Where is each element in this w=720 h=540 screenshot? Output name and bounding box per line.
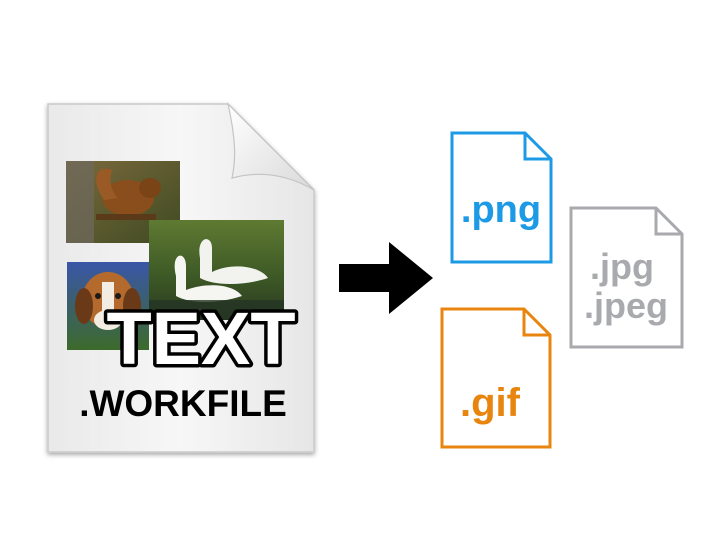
source-extension: .WORKFILE [79,383,287,424]
png-file: .png [450,131,553,264]
swans-photo [149,220,284,320]
jpeg-extension: .jpeg [584,285,668,326]
document-outline-icon [440,307,552,449]
document-outline-icon [569,206,684,349]
gif-file: .gif [440,307,552,449]
source-document: TEXT .WORKFILE [47,102,315,453]
gif-extension: .gif [460,381,521,425]
jpg-file: .jpg .jpeg [569,206,684,349]
squirrel-photo [66,161,180,243]
document-outline-icon [450,131,553,264]
overlay-text: TEXT [106,297,295,380]
beagle-photo [67,262,149,350]
jpg-extension: .jpg [590,246,654,287]
png-extension: .png [461,189,541,231]
page-fold-icon [226,102,315,191]
right-arrow-icon [339,242,433,314]
